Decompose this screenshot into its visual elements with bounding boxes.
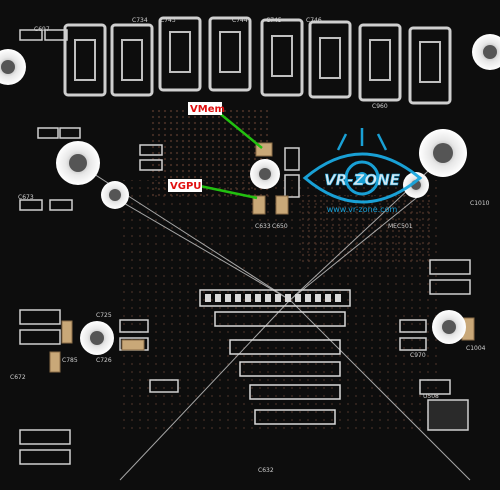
vgpu-label: VGPU [170,181,201,192]
svg-text:C746: C746 [306,17,322,24]
svg-text:C734: C734 [132,17,148,24]
svg-text:MEC501: MEC501 [388,223,413,230]
gpu-pad-area [199,289,351,425]
svg-text:C672: C672 [10,374,26,381]
svg-text:C743: C743 [160,17,176,24]
vrzone-watermark: VR-ZONE www.vr-zone.com [302,128,423,214]
svg-text:C745: C745 [266,17,282,24]
silkscreen-labels: C697 C734 C743 C744 C745 C746 C960 C673 … [10,17,490,474]
eye-iris [344,160,380,196]
svg-text:C1004: C1004 [466,345,486,352]
vmem-label: VMem [190,104,225,115]
eye-pupil [356,172,368,184]
watermark-url: www.vr-zone.com [327,205,398,214]
vgpu-callout-line [199,184,258,200]
capacitors [49,142,475,373]
watermark-title: VR-ZONE [324,171,401,189]
vmem-label-box [188,102,222,115]
svg-text:C650: C650 [272,223,288,230]
gpu-pads [205,294,341,302]
eye-lashes [336,128,388,151]
svg-text:C725: C725 [96,312,112,319]
vrm-pads [63,16,452,105]
svg-text:U508: U508 [423,393,439,400]
svg-text:C633: C633 [255,223,271,230]
mounting-holes [0,34,500,355]
eye-outline [302,152,423,204]
smd-outlines [19,29,471,465]
svg-text:C697: C697 [34,26,50,33]
svg-text:C960: C960 [372,103,388,110]
svg-text:C632: C632 [258,467,274,474]
ic-u508 [427,399,469,431]
svg-text:C785: C785 [62,357,78,364]
svg-text:C726: C726 [96,357,112,364]
svg-text:C744: C744 [232,17,248,24]
vgpu-label-box [168,179,202,192]
svg-text:C970: C970 [410,352,426,359]
svg-text:C673: C673 [18,194,34,201]
svg-text:C1010: C1010 [470,200,490,207]
vrm-pad-inner [74,31,441,83]
vmem-callout-line [217,111,263,149]
